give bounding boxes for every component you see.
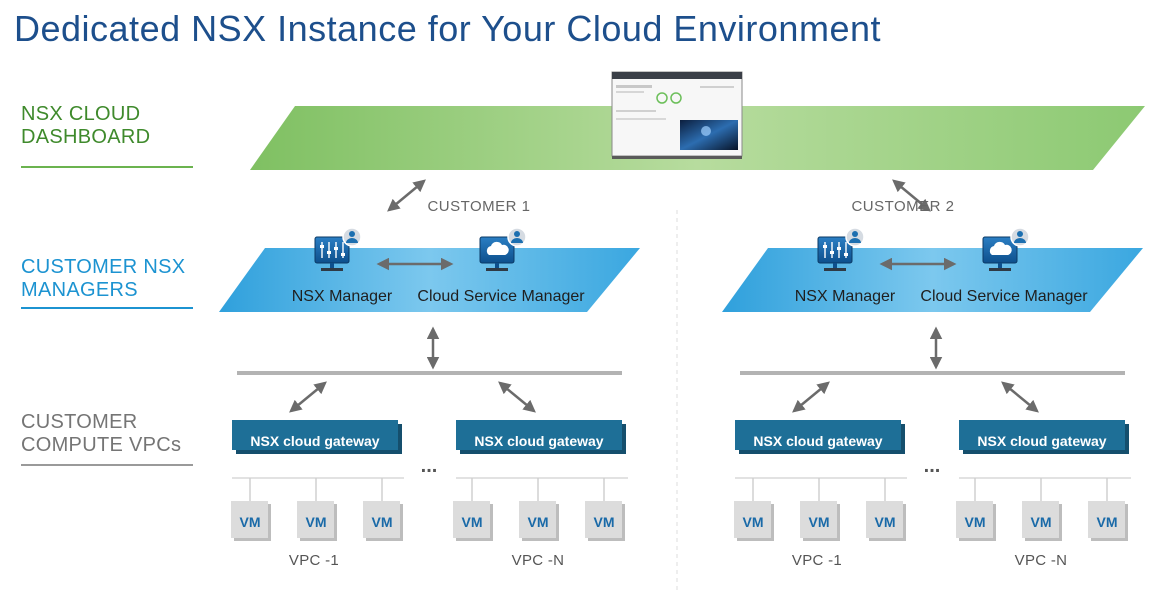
vpc-ellipsis: ... (924, 455, 941, 477)
nsx-cloud-gateway-label: NSX cloud gateway (250, 433, 379, 449)
vm-label: VM (1031, 514, 1052, 530)
cloud-service-manager-icon (479, 227, 527, 271)
nsx-cloud-gateway-label: NSX cloud gateway (474, 433, 603, 449)
cloud-service-manager-label: Cloud Service Manager (920, 288, 1088, 305)
arrow-bus-gateway-1 (289, 381, 327, 413)
customer-group-1: CUSTOMER 1 NSX Manager Cloud Service Manag… (219, 179, 640, 569)
manager-plane (722, 248, 1143, 312)
vm-box (297, 501, 334, 538)
vm-label: VM (306, 514, 327, 530)
nsx-cloud-gateway-label: NSX cloud gateway (753, 433, 882, 449)
nsx-cloud-gateway (959, 420, 1125, 450)
tier-label-dashboard-line2: DASHBOARD (21, 126, 151, 148)
nsx-cloud-gateway (232, 420, 398, 450)
vm-box (363, 501, 400, 538)
tier-label-managers-line2: MANAGERS (21, 279, 138, 301)
cloud-service-manager-label: Cloud Service Manager (417, 288, 585, 305)
nsx-manager-label: NSX Manager (292, 288, 393, 305)
page-title: Dedicated NSX Instance for Your Cloud En… (14, 8, 881, 49)
vpc-ellipsis: ... (421, 455, 438, 477)
nsx-manager-icon (817, 227, 865, 271)
arrow-dashboard-customer (892, 179, 931, 212)
vm-label: VM (809, 514, 830, 530)
cloud-service-manager-icon (982, 227, 1030, 271)
vm-box (231, 501, 268, 538)
customer-group-2: CUSTOMER 2 NSX Manager Cloud Service Manag… (722, 179, 1143, 569)
vm-box (800, 501, 837, 538)
vpc-label: VPC -N (1015, 552, 1068, 569)
tier-label-managers: CUSTOMER NSX MANAGERS (21, 256, 185, 302)
tier-divider-dashboard (21, 166, 193, 168)
vm-label: VM (875, 514, 896, 530)
vm-label: VM (743, 514, 764, 530)
vm-label: VM (965, 514, 986, 530)
network-bus (740, 371, 1125, 375)
customer-label: CUSTOMER 1 (427, 198, 530, 215)
vm-label: VM (528, 514, 549, 530)
nsx-manager-icon (314, 227, 362, 271)
vm-box (585, 501, 622, 538)
vm-label: VM (594, 514, 615, 530)
vm-box (453, 501, 490, 538)
tier-label-managers-line1: CUSTOMER NSX (21, 256, 186, 278)
arrow-bus-gateway-1 (792, 381, 830, 413)
vm-label: VM (372, 514, 393, 530)
nsx-manager-label: NSX Manager (795, 288, 896, 305)
nsx-cloud-gateway-label: NSX cloud gateway (977, 433, 1106, 449)
tier-divider-vpcs (21, 464, 193, 466)
vpc-label: VPC -1 (792, 552, 842, 569)
nsx-cloud-gateway (735, 420, 901, 450)
arrow-bus-gateway-2 (498, 381, 536, 413)
vm-box (866, 501, 903, 538)
arrow-bus-gateway-2 (1001, 381, 1039, 413)
vm-label: VM (240, 514, 261, 530)
manager-plane (219, 248, 640, 312)
tier-divider-managers (21, 307, 193, 309)
tier-label-dashboard-line1: NSX CLOUD (21, 103, 141, 125)
tier-label-vpcs-line2: COMPUTE VPCs (21, 434, 182, 456)
nsx-cloud-gateway (456, 420, 622, 450)
tier-label-vpcs: CUSTOMER COMPUTE VPCs (21, 411, 181, 457)
vm-label: VM (462, 514, 483, 530)
vm-box (956, 501, 993, 538)
tier-label-vpcs-line1: CUSTOMER (21, 411, 138, 433)
customer-label: CUSTOMER 2 (851, 198, 954, 215)
vm-label: VM (1097, 514, 1118, 530)
dashboard-screenshot (611, 71, 743, 159)
arrow-dashboard-customer (387, 179, 426, 212)
vm-box (1022, 501, 1059, 538)
network-bus (237, 371, 622, 375)
vm-box (734, 501, 771, 538)
tier-label-dashboard: NSX CLOUD DASHBOARD (21, 103, 150, 149)
vm-box (1088, 501, 1125, 538)
vpc-label: VPC -1 (289, 552, 339, 569)
vpc-label: VPC -N (512, 552, 565, 569)
vm-box (519, 501, 556, 538)
